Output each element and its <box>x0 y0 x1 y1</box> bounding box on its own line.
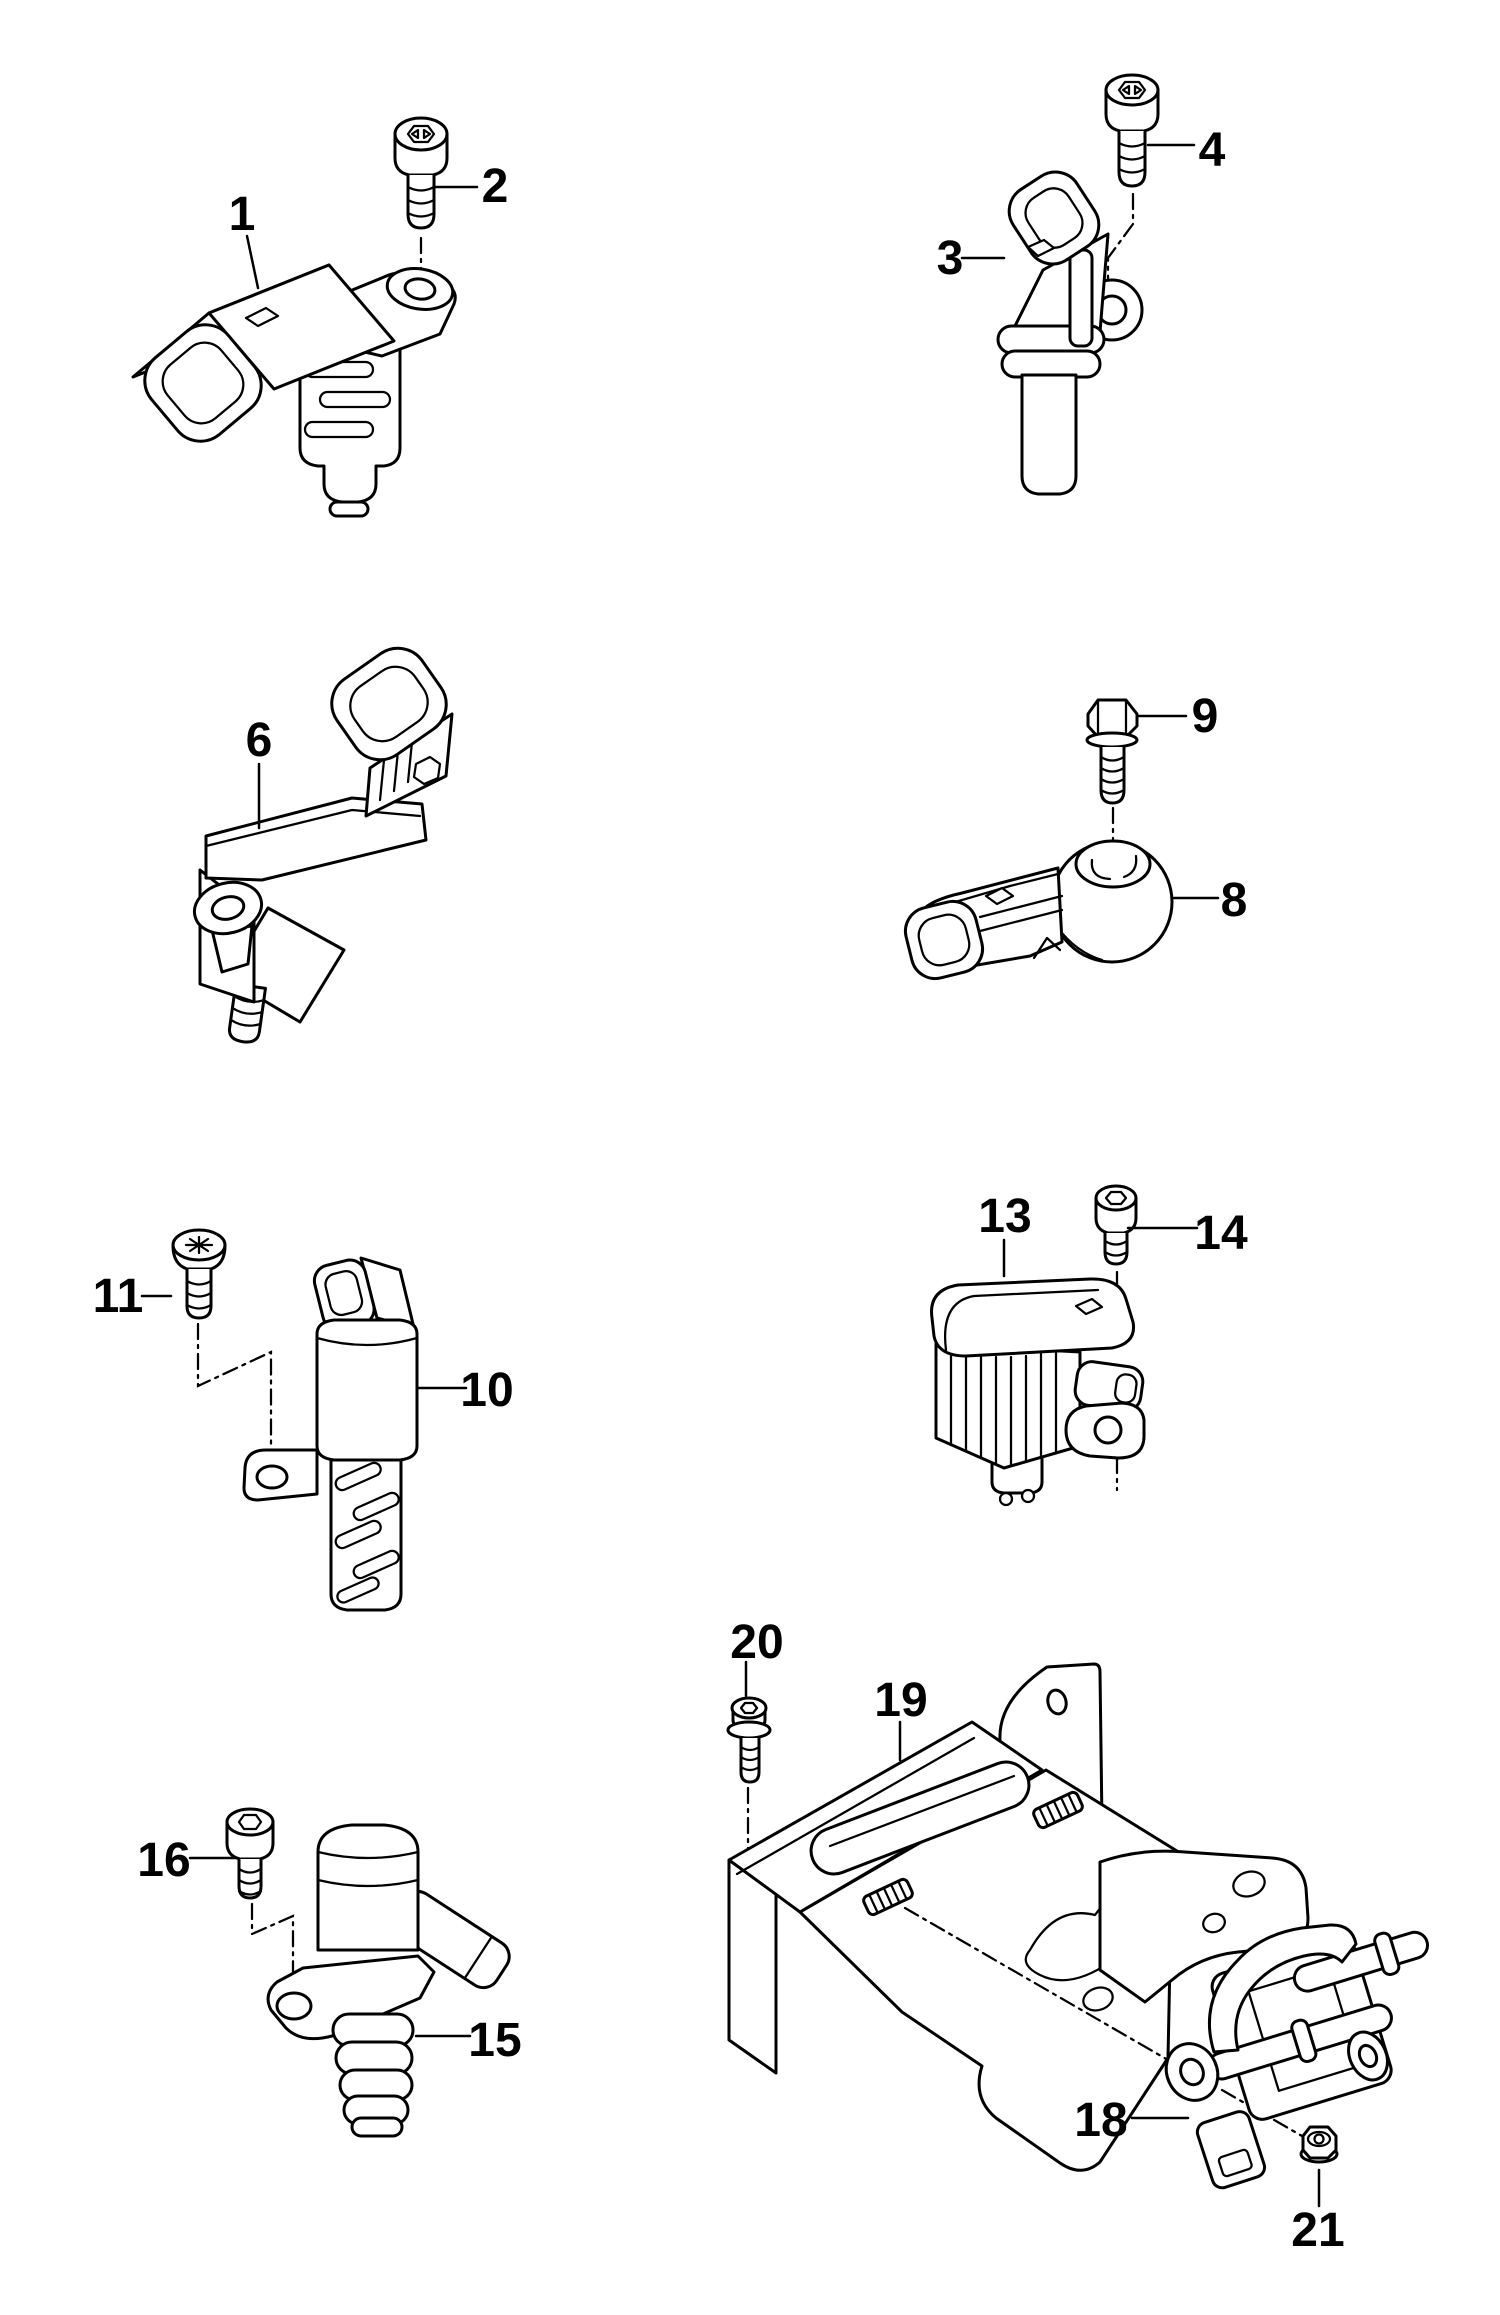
sensor-tip <box>328 500 370 518</box>
mounting-ear <box>1164 2042 1220 2102</box>
screw-4-drawing <box>1104 73 1160 188</box>
callout-19: 19 <box>874 1674 927 1727</box>
connector-face <box>1007 170 1101 266</box>
bolt-9-drawing <box>1085 698 1139 805</box>
assembly-axis-line-2 <box>1220 2088 1304 2138</box>
screw-11-drawing <box>171 1228 227 1320</box>
screw-16-axis-line <box>250 1902 295 1996</box>
sensor-pipe-upper <box>1292 1930 1430 1993</box>
washer-flange <box>726 1720 772 1740</box>
screw-4-axis-line <box>1106 192 1135 300</box>
screw-2-drawing <box>393 116 449 230</box>
center-boss <box>1074 839 1152 889</box>
threaded-stud <box>1032 1790 1084 1830</box>
mounting-ring <box>192 880 264 936</box>
bracket-hole <box>1202 1912 1226 1934</box>
callout-10: 10 <box>460 1364 513 1417</box>
bracket-hole <box>1082 1986 1114 2012</box>
connector-stub <box>1073 1360 1145 1413</box>
mounting-hole <box>1093 1415 1123 1445</box>
connector-face <box>330 646 448 762</box>
mounting-bracket-drawing <box>727 1662 1310 2172</box>
connector-stub <box>1195 2110 1267 2190</box>
assembly-axis-line <box>903 1906 1170 2062</box>
engine-speed-sensor-drawing <box>996 170 1144 496</box>
callout-4: 4 <box>1199 124 1226 177</box>
bracket-hole <box>1046 1688 1068 1716</box>
keyway-hole <box>1074 1297 1104 1316</box>
mounting-ear <box>385 267 455 311</box>
connector-face <box>143 323 263 443</box>
bracket-hole <box>1232 1870 1266 1898</box>
screw-16-drawing <box>225 1807 275 1900</box>
callout-21: 21 <box>1291 2204 1344 2257</box>
callout-1: 1 <box>229 188 256 241</box>
solenoid-valve-drawing <box>266 1823 511 2138</box>
callout-11: 11 <box>93 1270 144 1323</box>
callout-18: 18 <box>1074 2094 1127 2147</box>
mounting-hole <box>1357 2043 1379 2069</box>
callout-14: 14 <box>1194 1207 1248 1260</box>
callout-2: 2 <box>482 160 509 213</box>
keyway-hole <box>1026 238 1056 258</box>
hex-hole <box>412 755 442 786</box>
mounting-hole <box>275 1991 313 2021</box>
oil-level-sensor-drawing <box>930 1277 1146 1507</box>
mounting-hole <box>210 895 246 921</box>
callout-15: 15 <box>468 2014 521 2067</box>
threaded-stud <box>862 1877 914 1917</box>
pressure-sensor-drawing <box>1164 1923 1430 2190</box>
bracket-sensor-drawing <box>192 646 454 1044</box>
mounting-ear <box>1347 2030 1389 2082</box>
hex-flange-nut-drawing <box>1299 2125 1339 2164</box>
keyway-hole <box>984 886 1015 906</box>
screw-14-drawing <box>1094 1184 1138 1266</box>
mounting-hole <box>403 277 437 301</box>
leader-1 <box>245 234 260 290</box>
callout-3: 3 <box>937 232 964 285</box>
camshaft-adjustment-valve-drawing <box>242 1256 419 1612</box>
screw-11-axis-line <box>196 1322 273 1474</box>
callout-16: 16 <box>137 1834 190 1887</box>
knock-sensor-drawing <box>903 839 1174 981</box>
callout-9: 9 <box>1192 690 1219 743</box>
mounting-hole <box>255 1464 289 1490</box>
screw-20-drawing <box>726 1696 772 1784</box>
sensor-pipe-lower <box>1207 2003 1393 2081</box>
keyway-hole <box>244 306 280 328</box>
retaining-clip <box>1068 248 1094 348</box>
callout-6: 6 <box>246 714 273 767</box>
callout-20: 20 <box>730 1616 783 1669</box>
camshaft-position-sensor-drawing <box>131 263 457 518</box>
callout-13: 13 <box>978 1190 1031 1243</box>
connector-face <box>903 899 985 981</box>
connector-stub <box>312 1258 376 1332</box>
mounting-hole <box>1179 2057 1205 2087</box>
callout-8: 8 <box>1221 874 1248 927</box>
